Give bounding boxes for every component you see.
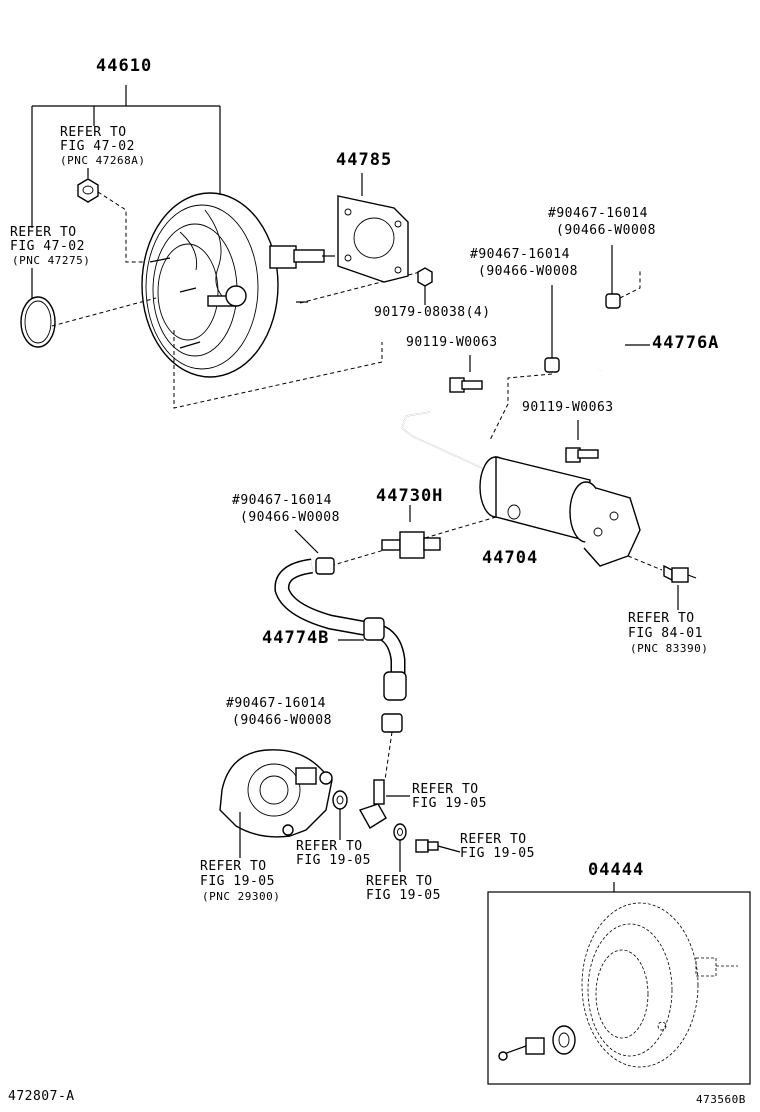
clip-low-line1: #90467-16014 [226,696,326,711]
hose-44776a [571,307,650,374]
clip-low [381,713,403,781]
ref-19-05-a-line2: FIG 19-05 [412,796,487,811]
ref-47-02-a-line3: (PNC 47268A) [60,154,146,167]
ref-19-05-b-line2: FIG 19-05 [460,846,535,861]
leader-44610 [31,85,221,298]
label-04444: 04444 [588,860,645,880]
gasket-44785 [337,173,409,283]
ref-19-05-b-line1: REFER TO [460,832,527,847]
washer-a [332,790,348,840]
footer-code-left: 472807-A [8,1089,75,1104]
clip-mid [544,285,560,373]
vacuum-tank-44704 [479,456,641,567]
ref-19-05-e-line2: FIG 19-05 [200,874,275,889]
nut-47268a [77,168,99,203]
clip-top-line1: #90467-16014 [548,206,648,221]
ref-19-05-c-line1: REFER TO [296,839,363,854]
ref-47-02-b-line1: REFER TO [10,225,77,240]
label-90119-a: 90119-W0063 [406,335,498,350]
o-ring [20,296,56,348]
union-44730h [381,505,441,559]
clip-left [294,529,335,575]
ref-84-01-line1: REFER TO [628,611,695,626]
label-44704: 44704 [482,548,539,568]
brake-booster [141,192,335,378]
ref-19-05-c-line2: FIG 19-05 [296,853,371,868]
inset-04444 [487,882,751,1085]
label-90119-b: 90119-W0063 [522,400,614,415]
ref-19-05-e-line3: (PNC 29300) [202,890,281,903]
footer-code-right: 473560B [696,1093,746,1106]
ref-19-05-d-line2: FIG 19-05 [366,888,441,903]
clip-left-line2: (90466-W0008 [240,510,340,525]
bolt-19-05 [415,839,461,853]
label-44730h: 44730H [376,486,444,506]
clip-low-line2: (90466-W0008 [232,713,332,728]
ref-19-05-d-line1: REFER TO [366,874,433,889]
ref-47-02-b-line3: (PNC 47275) [12,254,91,267]
label-90179: 90179-08038(4) [374,305,491,320]
nut-90179 [417,267,433,305]
ref-47-02-b-line2: FIG 47-02 [10,239,85,254]
vacuum-pipe [401,411,483,469]
label-44776a: 44776A [652,333,720,353]
vacuum-pump [219,749,333,858]
ref-47-02-a-line1: REFER TO [60,125,127,140]
bolt-90119-a [449,355,483,393]
ref-19-05-a-line1: REFER TO [412,782,479,797]
clip-top [605,245,621,309]
clip-top-line2: (90466-W0008 [556,223,656,238]
label-44774b: 44774B [262,628,330,648]
clip-mid-line2: (90466-W0008 [478,264,578,279]
clip-left-line1: #90467-16014 [232,493,332,508]
label-44785: 44785 [336,150,393,170]
union-fitting [358,779,410,829]
ref-47-02-a-line2: FIG 47-02 [60,139,135,154]
ref-84-01-line2: FIG 84-01 [628,626,703,641]
bolt-90119-b [565,420,599,463]
washer-b [393,823,407,872]
vacuum-switch [627,555,697,610]
label-44610: 44610 [96,56,153,76]
ref-19-05-e-line1: REFER TO [200,859,267,874]
clip-mid-line1: #90467-16014 [470,247,570,262]
ref-84-01-line3: (PNC 83390) [630,642,709,655]
hose-44774b [274,558,407,701]
